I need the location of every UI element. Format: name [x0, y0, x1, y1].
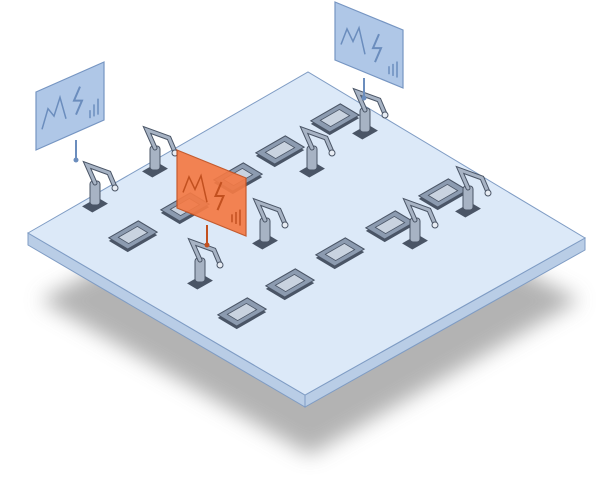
panel-pole-foot	[361, 95, 367, 101]
robot-arm	[402, 197, 439, 250]
robot-arm-highlight	[189, 239, 222, 266]
lightning-icon	[371, 33, 383, 63]
robot-gripper	[216, 261, 224, 269]
robot-arm-highlight	[457, 167, 490, 194]
machine-board	[309, 103, 361, 136]
robot-arm	[455, 165, 492, 218]
robot-arm-highlight	[144, 127, 177, 154]
machine-board	[314, 237, 366, 270]
chart-line	[182, 173, 208, 203]
robot-arm-highlight	[404, 199, 437, 226]
machine-screen	[324, 242, 356, 262]
machine-screen	[264, 140, 296, 160]
robot-gripper	[111, 184, 119, 192]
panel-screen	[334, 1, 404, 89]
lightning-icon	[213, 181, 226, 211]
lightning-bolt-chart-icon	[340, 25, 398, 78]
robot-arm	[299, 125, 336, 178]
machine-screen	[427, 183, 459, 203]
area-chart-icon	[41, 86, 99, 130]
platform-top	[27, 71, 586, 396]
lightning-icon	[72, 86, 84, 115]
robot-gripper	[431, 221, 439, 229]
robot-arm	[142, 125, 179, 178]
panel-screen	[176, 149, 247, 237]
dashboard-panel	[334, 1, 404, 101]
robot-arm-highlight	[354, 89, 387, 116]
chart-line	[41, 94, 67, 130]
robot-arm	[352, 87, 389, 140]
machine-board	[216, 297, 268, 330]
robot-arm-highlight	[84, 162, 117, 189]
robot-gripper	[328, 149, 336, 157]
warning-triangle-chart-icon	[182, 173, 241, 226]
machine-screen	[319, 108, 351, 128]
machine-board	[107, 220, 159, 253]
machine-board	[364, 210, 416, 243]
dashboard-panel	[35, 61, 105, 163]
dashboard-panel	[176, 149, 247, 248]
robot-gripper	[484, 189, 492, 197]
machine-screen	[117, 225, 149, 245]
robot-arm-highlight	[301, 127, 334, 154]
robot-arm	[82, 160, 119, 213]
machine-screen	[274, 273, 306, 293]
machine-board	[264, 268, 316, 301]
robot-arm	[187, 237, 224, 290]
panel-screen	[35, 61, 105, 151]
machine-screen	[374, 215, 406, 235]
chart-line	[340, 25, 366, 55]
machine-board	[254, 135, 306, 168]
panel-pole-foot	[73, 157, 79, 163]
robot-arm-highlight	[254, 199, 287, 226]
machine-screen	[226, 302, 258, 322]
dashboard-panels	[35, 1, 404, 248]
robot-gripper	[281, 221, 289, 229]
panel-pole-foot	[204, 242, 210, 248]
robot-gripper	[381, 111, 389, 119]
robot-arm	[252, 197, 289, 250]
